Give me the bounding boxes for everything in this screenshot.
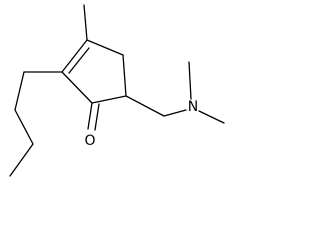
oxygen-atom: O xyxy=(84,133,95,149)
ring-bond-c4-c5 xyxy=(122,54,127,97)
n-methyl-right-bond xyxy=(198,110,225,124)
carbonyl-double-bond-a xyxy=(87,102,93,130)
ch2-n-bond xyxy=(163,109,187,117)
methyl-bond xyxy=(83,4,88,41)
ch2-bond xyxy=(125,95,165,117)
skeletal-structure-diagram: O N xyxy=(9,4,225,177)
ring-bond-c3-c4 xyxy=(86,39,124,56)
ring-double-bond-c2-c3-inner xyxy=(68,47,90,74)
butyl-bond-3 xyxy=(14,109,34,145)
ring-bond-c5-c1 xyxy=(91,95,127,104)
dimethylaminomethyl-group xyxy=(125,61,225,124)
carbonyl-double-bond-b xyxy=(94,103,100,131)
cyclopentenone-ring xyxy=(61,39,127,104)
ring-bond-c1-c2 xyxy=(61,71,93,104)
butyl-chain xyxy=(9,71,63,177)
oxygen-label: O xyxy=(84,133,95,149)
butyl-bond-2 xyxy=(14,71,25,111)
carbonyl-group xyxy=(87,102,100,131)
ring-double-bond-c2-c3 xyxy=(61,39,88,73)
nitrogen-label: N xyxy=(188,99,198,115)
n-methyl-up-bond xyxy=(188,61,192,100)
butyl-bond-4 xyxy=(9,143,34,177)
nitrogen-atom: N xyxy=(188,99,198,115)
